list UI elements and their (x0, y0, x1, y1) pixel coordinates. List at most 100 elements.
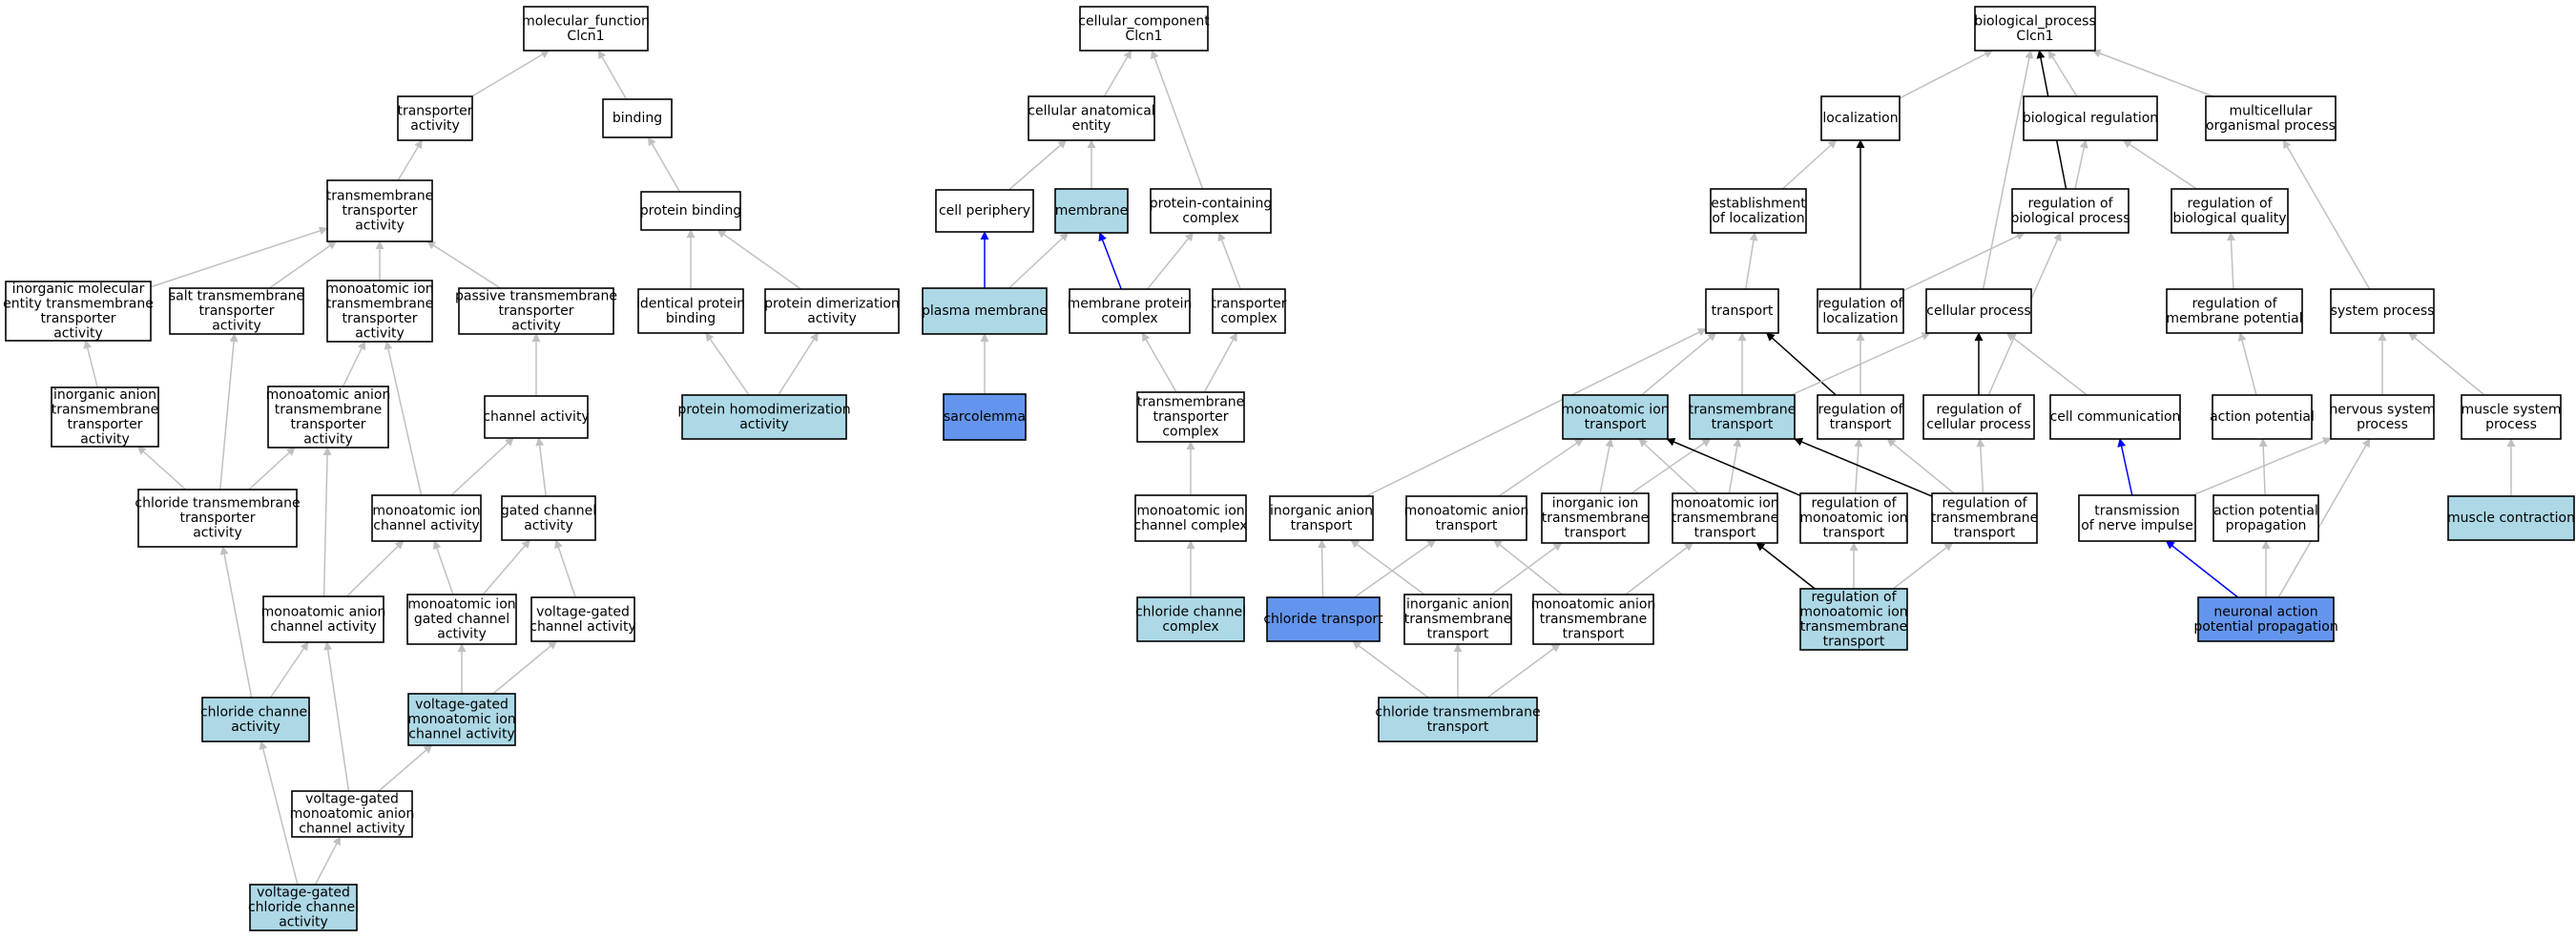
node-localization[interactable]: localization (1820, 95, 1901, 141)
node-cell_comm[interactable]: cell communication (2049, 394, 2181, 440)
node-box (2049, 394, 2181, 440)
edge-bio_reg-to-bp (2047, 50, 2078, 97)
node-cell_periphery[interactable]: cell periphery (935, 189, 1034, 233)
node-sarcolemma[interactable]: sarcolemma (943, 393, 1027, 441)
node-label-line: chloride channel (1135, 604, 1246, 619)
node-label-line: transmembrane (275, 402, 383, 417)
node-box (1817, 394, 1904, 440)
node-system_proc[interactable]: system process (2330, 288, 2435, 334)
edge-inorg_anion_tm-to-inorg_mol (83, 340, 98, 388)
edge-reg_tm_transport-to-tm_transport (1794, 437, 1933, 497)
node-box (267, 386, 389, 449)
node-box (1136, 596, 1245, 642)
edge-inorg_anion_tm_transport-to-inorg_ion_tm_transport (1490, 542, 1563, 595)
edge-estab_loc-to-localization (1781, 139, 1838, 190)
node-label-line: cellular anatomical (1028, 103, 1154, 118)
edge-chloride_tm_transport-to-mono_anion_tm_transport (1486, 643, 1561, 699)
node-channel_act[interactable]: channel activity (483, 395, 590, 439)
node-action_pot[interactable]: action potential (2210, 394, 2315, 440)
node-cellular_proc[interactable]: cellular process (1925, 288, 2032, 334)
edge-cell_comm-to-cellular_proc (2005, 332, 2088, 396)
edge-reg_bio_qual-to-bio_reg (2122, 139, 2197, 190)
node-label-line: activity (193, 526, 242, 541)
node-bio_reg[interactable]: biological regulation (2023, 95, 2158, 141)
node-box (1705, 288, 1779, 334)
node-membrane[interactable]: membrane (1054, 188, 1129, 234)
node-label-line: transporter (179, 511, 255, 526)
node-chloride_transport[interactable]: chloride transport (1263, 596, 1383, 642)
node-label-line: sarcolemma (944, 409, 1026, 425)
node-box (1974, 6, 2096, 52)
node-label-line: chloride transmembrane (1375, 704, 1540, 720)
node-muscle_contraction[interactable]: muscle contraction (2447, 495, 2575, 541)
node-inorg_anion_tm[interactable]: inorganic aniontransmembranetransportera… (51, 386, 159, 448)
node-protein_binding[interactable]: protein binding (640, 191, 741, 231)
node-plasma_membrane[interactable]: plasma membrane (922, 287, 1048, 335)
node-transport[interactable]: transport (1705, 288, 1779, 334)
node-label-line: transmembrane (1137, 395, 1245, 410)
node-binding[interactable]: binding (602, 98, 673, 138)
node-box (602, 98, 673, 138)
node-box (2171, 188, 2289, 234)
node-label-line: biological_process (1974, 13, 2096, 29)
edge-reg_tm_transport-to-reg_cell_proc (1976, 438, 1985, 494)
node-label-line: monoatomic ion (1561, 402, 1669, 417)
node-mono_ion_tm[interactable]: monoatomic iontransmembranetransporterac… (325, 280, 434, 343)
edge-mono_anion_tm-to-mono_ion_tm (342, 341, 366, 387)
node-mono_anion_tm[interactable]: monoatomic aniontransmembranetransporter… (266, 386, 391, 449)
node-chloride_tm[interactable]: chloride transmembranetransporteractivit… (135, 489, 301, 548)
